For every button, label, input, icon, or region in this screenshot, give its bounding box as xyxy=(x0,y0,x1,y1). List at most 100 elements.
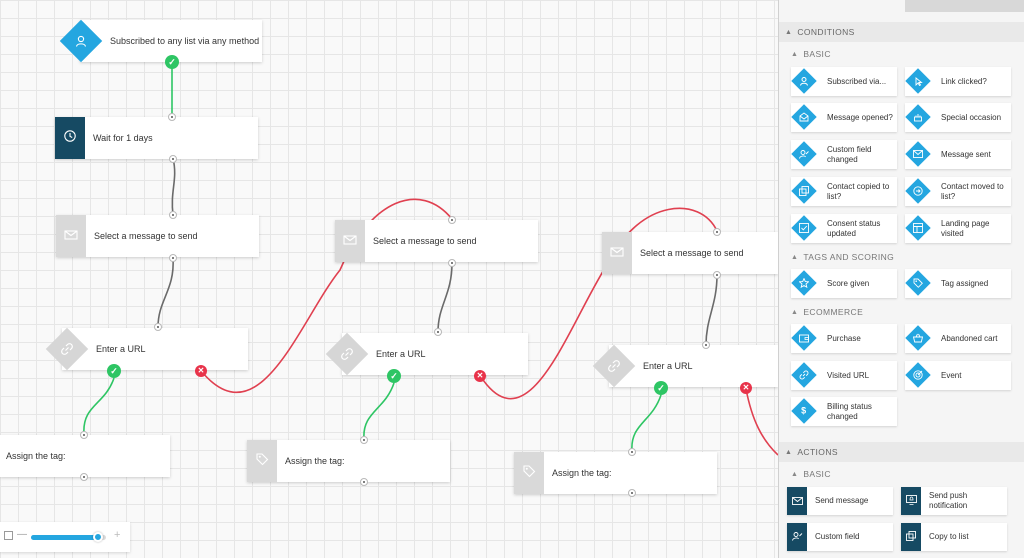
connector-dot[interactable] xyxy=(702,341,710,349)
action-send-message[interactable]: Send message xyxy=(787,487,893,515)
connector-dot[interactable] xyxy=(628,448,636,456)
connector-dot[interactable] xyxy=(713,271,721,279)
condition-custom-field-changed[interactable]: Custom field changed xyxy=(791,140,897,169)
url-1-diamond[interactable] xyxy=(45,327,89,371)
node-message-1[interactable]: Select a message to send xyxy=(56,215,259,257)
envelope-icon xyxy=(610,244,624,262)
zoom-slider-handle[interactable] xyxy=(93,532,103,542)
node-url-3[interactable]: Enter a URL xyxy=(609,345,778,387)
node-tag-1-label: Assign the tag: xyxy=(6,451,66,461)
card-label: Tag assigned xyxy=(941,278,989,288)
card-label: Consent status updated xyxy=(827,218,881,238)
action-send-push[interactable]: Send push notification xyxy=(901,487,1007,515)
basket-icon xyxy=(913,333,923,343)
node-message-2[interactable]: Select a message to send xyxy=(335,220,538,262)
subsection-tags-title: TAGS AND SCORING xyxy=(803,252,895,262)
no-badge: ✕ xyxy=(474,370,486,382)
node-url-2[interactable]: Enter a URL xyxy=(342,333,528,375)
connector-dot[interactable] xyxy=(80,431,88,439)
condition-event[interactable]: Event xyxy=(905,361,1011,390)
condition-message-sent[interactable]: Message sent xyxy=(905,140,1011,169)
connector-url1-msg2 xyxy=(201,198,453,393)
card-diamond xyxy=(905,68,931,94)
connector-dot[interactable] xyxy=(169,155,177,163)
condition-tag-assigned[interactable]: Tag assigned xyxy=(905,269,1011,298)
subsection-basic[interactable]: ▲ BASIC xyxy=(779,47,831,61)
connector-dot[interactable] xyxy=(154,323,162,331)
target-icon xyxy=(913,370,923,380)
dollar-icon: $ xyxy=(801,405,807,416)
connector-url1-tag1 xyxy=(83,377,115,435)
node-tag-3-label: Assign the tag: xyxy=(552,468,612,478)
user-edit-icon xyxy=(799,149,809,159)
zoom-in-button[interactable]: + xyxy=(114,529,121,541)
condition-message-opened[interactable]: Message opened? xyxy=(791,103,897,132)
condition-purchase[interactable]: Purchase xyxy=(791,324,897,353)
chevron-up-icon: ▲ xyxy=(791,253,799,261)
workflow-canvas[interactable]: Subscribed to any list via any method ✓ … xyxy=(0,0,778,558)
condition-special-occasion[interactable]: Special occasion xyxy=(905,103,1011,132)
fit-screen-icon[interactable] xyxy=(4,531,13,540)
card-diamond xyxy=(791,104,817,130)
condition-subscribed-via[interactable]: Subscribed via... xyxy=(791,67,897,96)
condition-contact-moved[interactable]: Contact moved to list? xyxy=(905,177,1011,206)
subsection-basic-title: BASIC xyxy=(803,49,831,59)
node-tag-1[interactable]: Assign the tag: xyxy=(0,435,170,477)
action-custom-field[interactable]: Custom field xyxy=(787,523,893,551)
connector-dot[interactable] xyxy=(360,478,368,486)
yes-badge: ✓ xyxy=(654,381,668,395)
card-diamond xyxy=(791,178,817,204)
subsection-actions-basic-title: BASIC xyxy=(803,469,831,479)
connector-msg1-url1 xyxy=(157,257,174,328)
condition-score-given[interactable]: Score given xyxy=(791,269,897,298)
copy-icon xyxy=(799,186,809,196)
node-tag-2[interactable]: Assign the tag: xyxy=(247,440,450,482)
section-conditions[interactable]: ▲ CONDITIONS xyxy=(779,22,1024,42)
node-tag-3[interactable]: Assign the tag: xyxy=(514,452,717,494)
connector-dot[interactable] xyxy=(448,259,456,267)
card-diamond xyxy=(905,325,931,351)
condition-consent-status[interactable]: Consent status updated xyxy=(791,214,897,243)
condition-abandoned-cart[interactable]: Abandoned cart xyxy=(905,324,1011,353)
card-diamond xyxy=(791,141,817,167)
subsection-actions-basic[interactable]: ▲ BASIC xyxy=(779,467,831,481)
connector-dot[interactable] xyxy=(168,113,176,121)
connector-dot[interactable] xyxy=(434,328,442,336)
trigger-diamond[interactable] xyxy=(59,19,103,63)
elements-panel: ▲ CONDITIONS ▲ BASIC Subscribed via... L… xyxy=(778,0,1024,558)
connector-dot[interactable] xyxy=(713,228,721,236)
connector-dot[interactable] xyxy=(448,216,456,224)
envelope-icon xyxy=(64,227,78,245)
connector-dot[interactable] xyxy=(628,489,636,497)
connector-dot[interactable] xyxy=(80,473,88,481)
card-diamond xyxy=(791,215,817,241)
zoom-slider[interactable] xyxy=(31,532,106,542)
action-copy-to-list[interactable]: Copy to list xyxy=(901,523,1007,551)
url-3-diamond[interactable] xyxy=(592,344,636,388)
url-2-diamond[interactable] xyxy=(325,332,369,376)
condition-contact-copied[interactable]: Contact copied to list? xyxy=(791,177,897,206)
card-label: Landing page visited xyxy=(941,218,990,238)
condition-billing-status[interactable]: $ Billing status changed xyxy=(791,397,897,426)
card-label: Message sent xyxy=(941,149,991,159)
node-wait[interactable]: Wait for 1 days xyxy=(55,117,258,159)
tag-icon xyxy=(522,464,536,483)
node-url-1[interactable]: Enter a URL xyxy=(62,328,248,370)
node-message-3[interactable]: Select a message to send xyxy=(602,232,778,274)
message-icon-box xyxy=(56,215,86,257)
checkbox-icon xyxy=(799,223,809,233)
connector-dot[interactable] xyxy=(169,211,177,219)
condition-landing-page[interactable]: Landing page visited xyxy=(905,214,1011,243)
subsection-ecommerce[interactable]: ▲ ECOMMERCE xyxy=(779,305,863,319)
subsection-tags-scoring[interactable]: ▲ TAGS AND SCORING xyxy=(779,250,894,264)
connector-dot[interactable] xyxy=(360,436,368,444)
section-actions[interactable]: ▲ ACTIONS xyxy=(779,442,1024,462)
action-icon-box xyxy=(901,523,921,551)
node-url-3-label: Enter a URL xyxy=(643,361,693,371)
condition-link-clicked[interactable]: Link clicked? xyxy=(905,67,1011,96)
zoom-out-button[interactable]: — xyxy=(17,529,27,540)
cake-icon xyxy=(913,112,923,122)
condition-visited-url[interactable]: Visited URL xyxy=(791,361,897,390)
connector-url3-tag3 xyxy=(631,394,662,452)
connector-dot[interactable] xyxy=(169,254,177,262)
